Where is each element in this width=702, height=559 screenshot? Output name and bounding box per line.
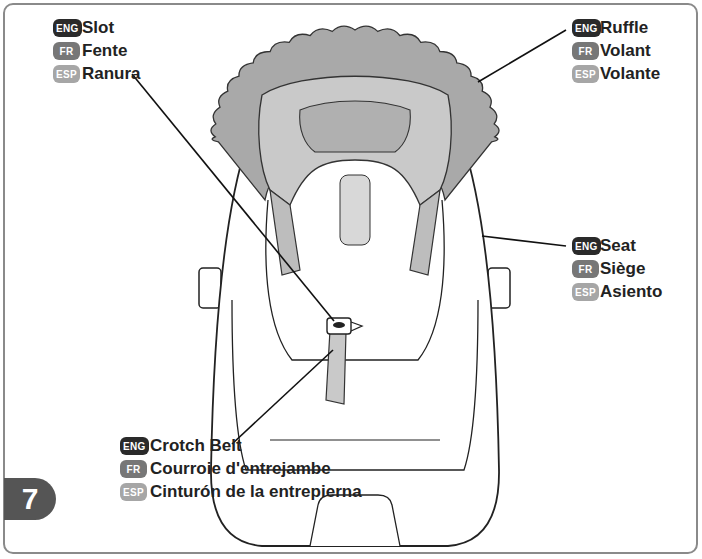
language-code: FR: [60, 46, 74, 57]
part-label: Slot: [82, 18, 114, 38]
language-code: FR: [579, 264, 593, 275]
seat-crease: [270, 439, 440, 440]
foot-notch: [310, 495, 400, 546]
slot: [333, 322, 345, 328]
part-label: Ranura: [82, 64, 141, 84]
language-badge: FR: [572, 260, 599, 278]
language-code: ENG: [575, 23, 598, 34]
language-code: ESP: [575, 287, 596, 298]
leader-line: [132, 74, 334, 321]
language-code: ESP: [123, 487, 144, 498]
language-badge: FR: [53, 42, 80, 60]
crotch-belt: [326, 330, 346, 404]
language-badge: ESP: [120, 483, 147, 501]
language-code: ESP: [575, 69, 596, 80]
language-badge: ESP: [572, 65, 599, 83]
part-label: Asiento: [600, 282, 662, 302]
part-label: Seat: [600, 236, 636, 256]
step-number-tab: 7: [4, 478, 56, 520]
language-badge: ESP: [572, 283, 599, 301]
language-code: FR: [579, 46, 593, 57]
language-badge: FR: [120, 460, 147, 478]
language-code: ENG: [123, 441, 146, 452]
part-label: Ruffle: [600, 18, 648, 38]
part-label: Siège: [600, 259, 645, 279]
language-badge: ENG: [120, 437, 149, 455]
leader-line: [482, 236, 566, 246]
side-rail: [199, 268, 221, 308]
ruffle: [211, 26, 499, 200]
callout-number: 7: [22, 482, 39, 516]
language-badge: FR: [572, 42, 599, 60]
leader-line: [478, 30, 566, 82]
buckle-tongue: [351, 322, 362, 331]
language-badge: ESP: [53, 65, 80, 83]
part-label: Volant: [600, 41, 651, 61]
language-code: ENG: [575, 241, 598, 252]
head-cushion: [300, 101, 411, 152]
language-badge: ENG: [572, 19, 601, 37]
language-code: ENG: [56, 23, 79, 34]
frame: [4, 4, 697, 553]
part-label: Fente: [82, 41, 127, 61]
language-badge: ENG: [53, 19, 82, 37]
back-panel: [340, 175, 370, 245]
part-label: Volante: [600, 64, 660, 84]
part-label: Crotch Belt: [150, 436, 242, 456]
leader-line: [232, 350, 333, 444]
language-code: FR: [127, 464, 141, 475]
part-label: Courroie d'entrejambe: [150, 459, 331, 479]
part-label: Cinturón de la entrepierna: [150, 482, 362, 502]
shoulder-strap: [410, 190, 440, 275]
buckle: [327, 318, 351, 334]
language-code: ESP: [56, 69, 77, 80]
language-badge: ENG: [572, 237, 601, 255]
